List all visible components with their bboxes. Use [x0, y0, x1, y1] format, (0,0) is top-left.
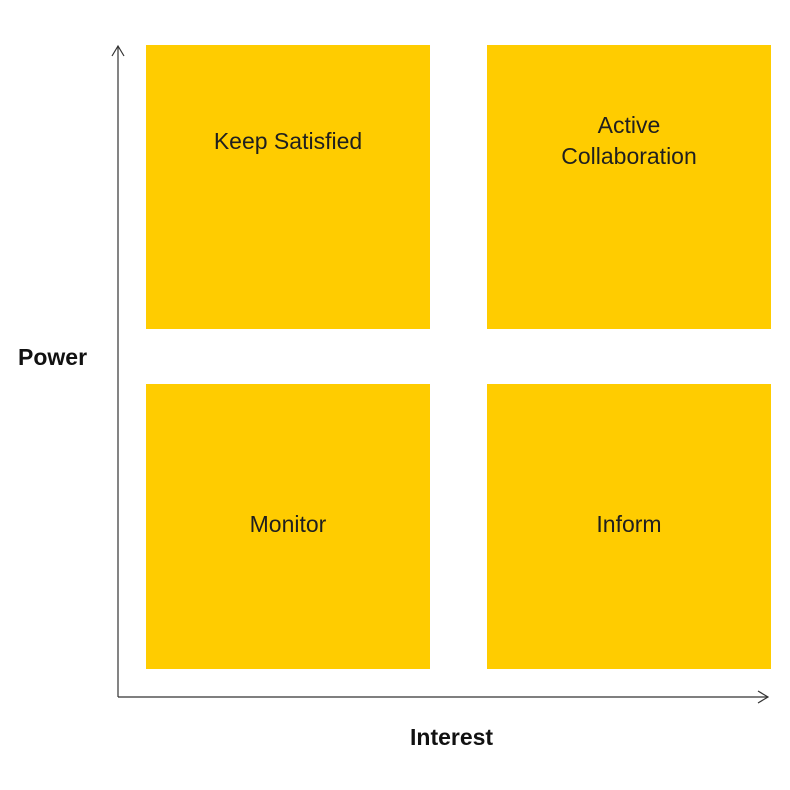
quadrant-label-inform: Inform [596, 511, 662, 537]
quadrant-active-collaboration: Active Collaboration [487, 45, 771, 329]
x-axis-arrow-icon [757, 690, 770, 704]
y-axis [111, 44, 125, 697]
quadrant-inform: Inform [487, 384, 771, 669]
quadrant-keep-satisfied: Keep Satisfied [146, 45, 430, 329]
quadrant-monitor: Monitor [146, 384, 430, 669]
x-axis [118, 690, 770, 704]
x-axis-label: Interest [410, 724, 494, 750]
y-axis-arrow-icon [111, 44, 125, 57]
quadrant-label-active-collaboration: Active Collaboration [561, 112, 697, 169]
y-axis-label: Power [18, 344, 88, 370]
quadrant-label-keep-satisfied: Keep Satisfied [213, 127, 363, 154]
quadrant-label-monitor: Monitor [249, 511, 327, 537]
